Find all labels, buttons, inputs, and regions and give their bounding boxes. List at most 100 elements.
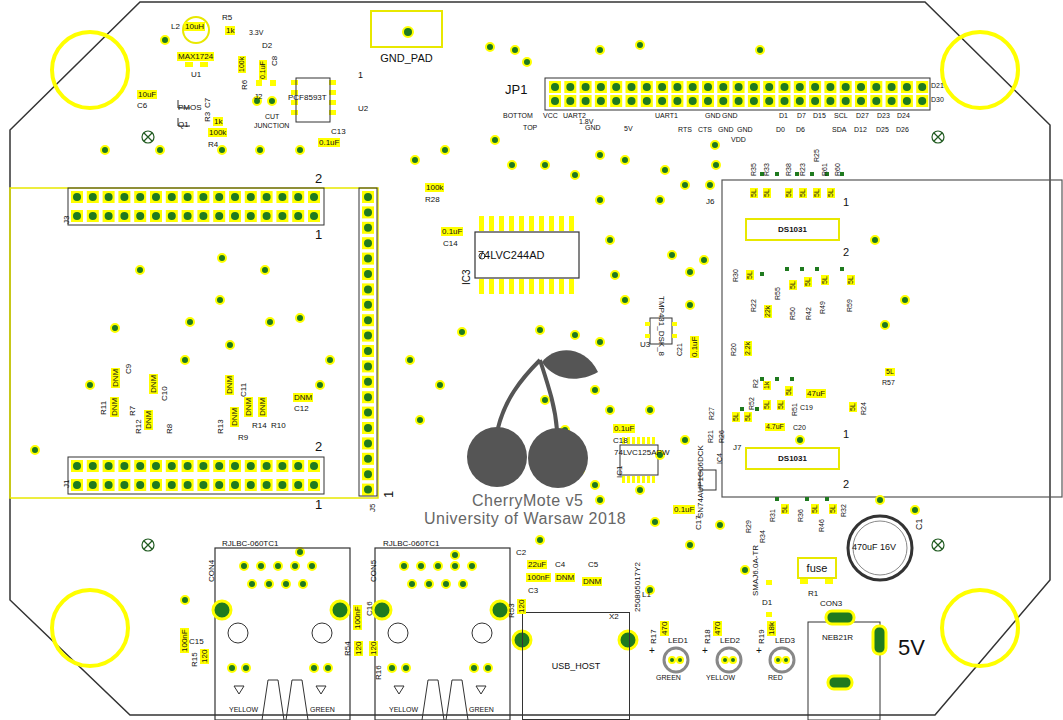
silk-label: 5L [746, 270, 754, 280]
smd-pad [766, 612, 772, 617]
silk-label: C9 [124, 364, 133, 374]
header-pin-ring [245, 460, 257, 472]
screw-mark [934, 541, 942, 549]
silk-label: U2 [358, 104, 368, 113]
silk-label: 0.1uF [318, 138, 340, 147]
smd-pad [627, 476, 630, 483]
silk-label: C11 [239, 383, 248, 397]
smd-pad [642, 437, 645, 444]
via-pad [681, 181, 689, 189]
header-pin-ring [71, 479, 83, 491]
silk-label: 74LVC244AD [478, 249, 544, 262]
via-pad [296, 314, 304, 322]
via-pad [400, 562, 408, 570]
silk-label: 22uF [527, 560, 547, 569]
via-pad [591, 386, 599, 394]
via-pad [186, 318, 194, 326]
header-pin-ring [229, 479, 241, 491]
silk-label: R26 [718, 430, 726, 443]
header-pin [136, 481, 144, 489]
silk-label: R59 [846, 299, 854, 312]
silk-label: 120 [517, 599, 526, 614]
header-pin [364, 409, 372, 417]
silk-label: 470uF 16V [852, 542, 896, 552]
header-pin [364, 470, 372, 478]
silk-label: University of Warsaw 2018 [424, 510, 626, 528]
smd-pad [559, 279, 564, 294]
silk-label: D27 [856, 112, 869, 120]
smd-pad [479, 279, 484, 294]
header-pin-ring [182, 210, 194, 222]
via-pad [425, 580, 433, 588]
header-pin [551, 83, 559, 91]
silk-label: VDD [731, 136, 746, 144]
component-outline: USB_HOST [522, 612, 630, 720]
silk-label: 5V [624, 125, 633, 133]
silk-label: DNM [582, 577, 602, 586]
silk-label: R35 [750, 163, 758, 176]
header-pin [796, 83, 804, 91]
header-pin [231, 481, 239, 489]
cherry [467, 427, 527, 487]
silk-label: R1 [808, 589, 818, 598]
header-pin [643, 83, 651, 91]
header-pin [918, 97, 926, 105]
silk-label: R19 [757, 629, 766, 644]
header-pin [73, 193, 81, 201]
header-pin-ring [103, 191, 115, 203]
header-pin-ring [213, 191, 225, 203]
header-pin [918, 83, 926, 91]
via-pad [541, 396, 549, 404]
header-pin [184, 481, 192, 489]
header-pin-ring [71, 210, 83, 222]
header-pin [215, 462, 223, 470]
silk-label: R12 [134, 419, 143, 434]
header-pin-ring [610, 95, 622, 107]
led-outline [717, 648, 741, 672]
via-pad [484, 664, 492, 672]
header-pin [231, 462, 239, 470]
silk-label: R11 [99, 401, 108, 415]
via-pad [536, 326, 544, 334]
via-pad [596, 46, 604, 54]
header-pin-ring [229, 460, 241, 472]
header-pin-ring [308, 479, 320, 491]
via-pad [511, 46, 519, 54]
header-pin [643, 97, 651, 105]
header-pin-ring [308, 191, 320, 203]
via-pad [508, 161, 516, 169]
silk-label: DNM [111, 368, 120, 388]
via-pad [291, 562, 299, 570]
header-pin-ring [362, 268, 374, 280]
header-pin [719, 83, 727, 91]
power-pad [873, 626, 886, 654]
header-pin-ring [656, 81, 668, 93]
silk-label: C16 [365, 601, 374, 616]
silk-label: R24 [860, 402, 868, 415]
silk-label: 5V [898, 635, 925, 660]
header-pin [582, 83, 590, 91]
header-pin-ring [702, 95, 714, 107]
silk-label: LED2 [720, 636, 740, 645]
silk-label: 0.1uF [673, 505, 695, 514]
header-pin-ring [71, 460, 83, 472]
mount-pad [619, 631, 637, 649]
via-pad [571, 331, 579, 339]
via-pad [656, 196, 664, 204]
silk-label: GND [585, 124, 601, 132]
smd-pad [519, 216, 524, 231]
silk-outline [722, 180, 1062, 497]
silk-label: UART1 [655, 112, 678, 120]
smd-pad [539, 216, 544, 231]
smd-pad [509, 279, 514, 294]
via-pad [459, 580, 467, 588]
silk-outline [68, 188, 324, 225]
silk-label: 120 [369, 641, 378, 656]
via-pad [636, 41, 644, 49]
header-pin-ring [855, 81, 867, 93]
via-pad [248, 580, 256, 588]
silk-label: R27 [708, 407, 716, 420]
board-outline [10, 2, 1050, 715]
silk-label: GREEN [656, 674, 681, 682]
via-pad [716, 521, 724, 529]
